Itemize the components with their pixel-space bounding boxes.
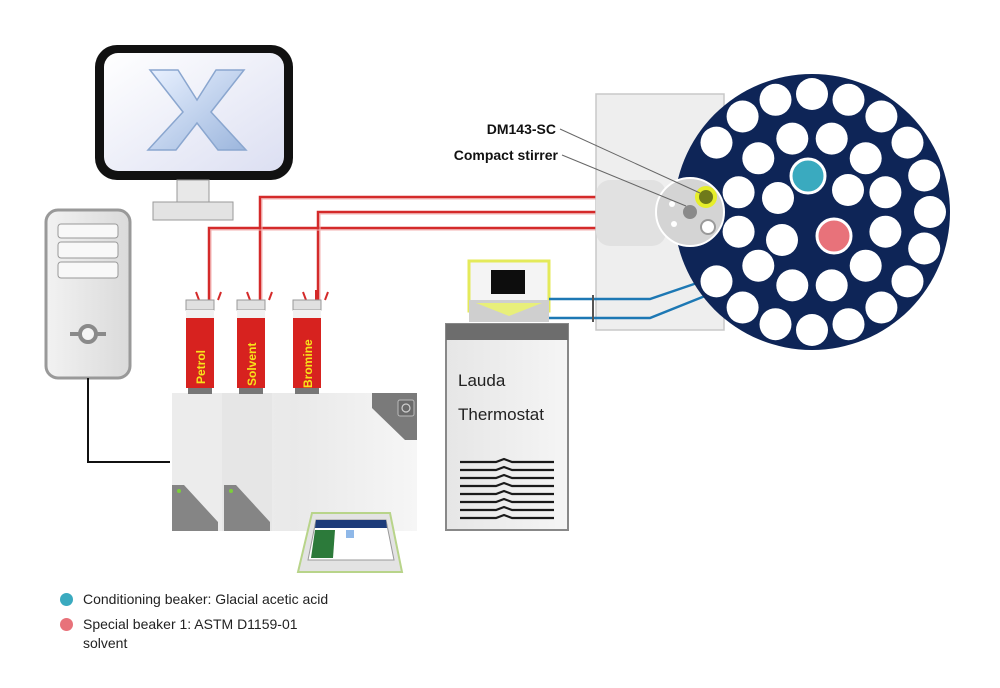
- vent-grille: [460, 457, 554, 520]
- rack-hole: [832, 308, 865, 341]
- rack-hole: [726, 100, 759, 133]
- bottle-solvent: Solvent: [236, 290, 273, 394]
- thermostat-brand: Lauda: [458, 371, 506, 390]
- rack-hole: [914, 196, 946, 228]
- lauda-thermostat: Lauda Thermostat: [445, 259, 569, 531]
- legend-item-special: Special beaker 1: ASTM D1159-01 solvent: [60, 615, 420, 653]
- conditioning-beaker-marker: [789, 157, 827, 195]
- rack-hole: [796, 78, 828, 110]
- rack-hole: [796, 314, 828, 346]
- legend-item-conditioning: Conditioning beaker: Glacial acetic acid: [60, 590, 420, 609]
- rack-hole: [759, 308, 792, 341]
- red-tubing: [207, 195, 690, 300]
- rack-hole: [891, 126, 924, 159]
- pc-cable: [87, 378, 170, 463]
- thermostat-label: Thermostat: [458, 405, 544, 424]
- rack-hole: [865, 291, 898, 324]
- rack-hole: [908, 232, 941, 265]
- rack-hole: [869, 215, 902, 248]
- bottle-label-petrol: Petrol: [194, 350, 208, 384]
- bottle-label-bromine: Bromine: [301, 339, 315, 388]
- rack-hole: [776, 122, 809, 155]
- callout-model: DM143-SC: [487, 121, 556, 137]
- rack-hole: [865, 100, 898, 133]
- rack-hole: [815, 269, 848, 302]
- rack-hole: [762, 182, 794, 214]
- titrator-unit: [172, 393, 417, 531]
- rack-hole: [722, 215, 755, 248]
- special-beaker-marker: [815, 217, 853, 255]
- rack-hole: [776, 269, 809, 302]
- rack-hole: [726, 291, 759, 324]
- titration-head: [655, 177, 725, 247]
- legend-dot-teal: [60, 593, 73, 606]
- rack-hole: [759, 83, 792, 116]
- rack-hole: [700, 265, 733, 298]
- bottle-bromine: Bromine: [292, 290, 329, 394]
- rack-hole: [742, 142, 775, 175]
- rack-hole: [869, 176, 902, 209]
- rack-hole: [908, 159, 941, 192]
- rack-hole: [891, 265, 924, 298]
- touch-terminal-icon: [296, 512, 404, 573]
- bottle-label-solvent: Solvent: [245, 343, 259, 386]
- rack-hole: [722, 176, 755, 209]
- bottle-petrol: Petrol: [185, 290, 222, 394]
- legend-text-special: Special beaker 1: ASTM D1159-01 solvent: [83, 616, 298, 651]
- rack-hole: [766, 224, 798, 256]
- callout-leaders: [559, 128, 701, 207]
- rack-hole: [742, 249, 775, 282]
- rack-hole: [700, 126, 733, 159]
- pc-tower-icon: [44, 208, 132, 380]
- sample-rack: [674, 74, 950, 350]
- rack-hole: [832, 83, 865, 116]
- rack-hole: [832, 174, 864, 206]
- monitor-x-logo-icon: [146, 69, 248, 151]
- blue-tubing: [549, 280, 706, 322]
- monitor: [95, 45, 293, 221]
- rack-hole: [849, 249, 882, 282]
- callout-stirrer: Compact stirrer: [454, 147, 559, 163]
- legend-text-conditioning: Conditioning beaker: Glacial acetic acid: [83, 591, 329, 607]
- legend: Conditioning beaker: Glacial acetic acid…: [60, 590, 420, 659]
- rack-hole: [849, 142, 882, 175]
- rack-hole: [815, 122, 848, 155]
- legend-dot-pink: [60, 618, 73, 631]
